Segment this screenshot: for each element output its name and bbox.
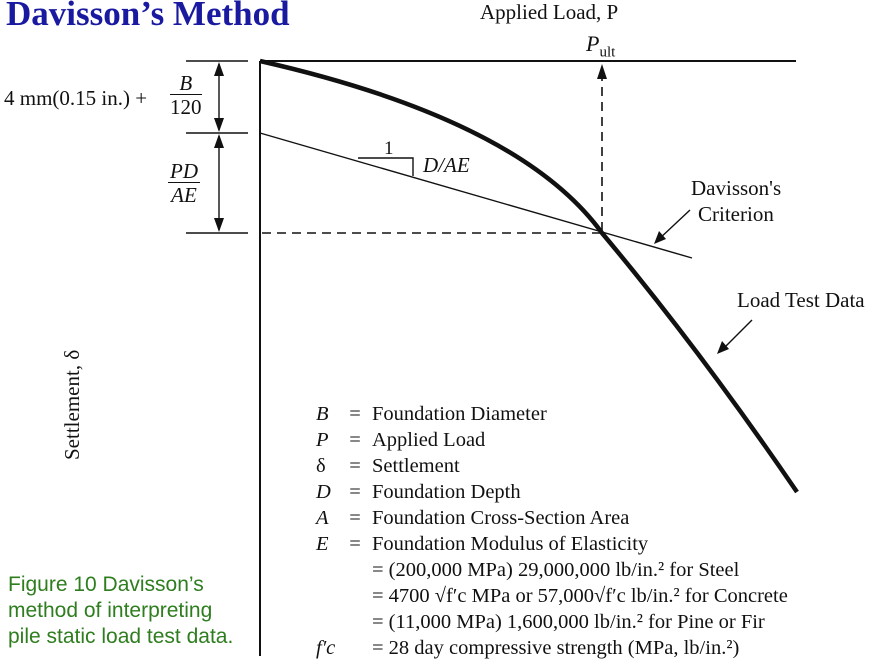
offset-arrow-up xyxy=(214,62,224,76)
legend-row: P=Applied Load xyxy=(316,429,486,451)
elastic-arrow-up xyxy=(214,134,224,148)
elastic-fraction: PD AE xyxy=(168,160,200,207)
modulus-row: = (11,000 MPa) 1,600,000 lb/in.² for Pin… xyxy=(372,611,765,633)
elastic-numerator: PD xyxy=(168,159,200,183)
slope-triangle xyxy=(358,157,414,176)
legend-row: D=Foundation Depth xyxy=(316,481,521,503)
criterion-label-line1: Davisson's xyxy=(691,176,782,200)
criterion-leader-arrow xyxy=(654,231,666,244)
offset-fraction: B 120 xyxy=(170,72,202,119)
slope-run-label: 1 xyxy=(384,138,394,159)
legend-row: B=Foundation Diameter xyxy=(316,403,547,425)
offset-arrow-down xyxy=(214,118,224,132)
y-axis-label: Settlement, δ xyxy=(60,349,84,460)
offset-numerator: B xyxy=(170,72,202,95)
slope-value-label: D/AE xyxy=(423,153,470,177)
elastic-arrow-down xyxy=(214,218,224,232)
legend-row: A=Foundation Cross-Section Area xyxy=(316,507,630,529)
modulus-row: = (200,000 MPa) 29,000,000 lb/in.² for S… xyxy=(372,559,740,581)
pult-arrowhead xyxy=(597,64,607,79)
load-test-leader-arrow xyxy=(717,341,729,354)
load-test-label: Load Test Data xyxy=(737,288,865,312)
fc-definition-row: f′c= 28 day compressive strength (MPa, l… xyxy=(316,637,740,659)
criterion-label-line2: Criterion xyxy=(698,202,774,226)
legend-row: δ=Settlement xyxy=(316,455,460,477)
figure-caption: Figure 10 Davisson’s method of interpret… xyxy=(8,573,234,648)
elastic-denominator: AE xyxy=(171,183,197,207)
page-title: Davisson’s Method xyxy=(6,0,290,33)
offset-denominator: 120 xyxy=(170,95,202,119)
x-axis-label: Applied Load, P xyxy=(480,0,619,24)
legend: B=Foundation Diameter P=Applied Load δ=S… xyxy=(316,401,788,661)
load-test-curve xyxy=(259,58,799,494)
legend-row: E=Foundation Modulus of Elasticity xyxy=(316,533,649,555)
criterion-line xyxy=(259,132,693,259)
p-ult-label: Pult xyxy=(586,31,616,61)
offset-label: 4 mm(0.15 in.) + xyxy=(4,86,148,110)
criterion-leader xyxy=(657,209,691,241)
load-test-leader xyxy=(721,319,753,351)
modulus-row: = 4700 √f′c MPa or 57,000√f′c lb/in.² fo… xyxy=(372,585,788,607)
